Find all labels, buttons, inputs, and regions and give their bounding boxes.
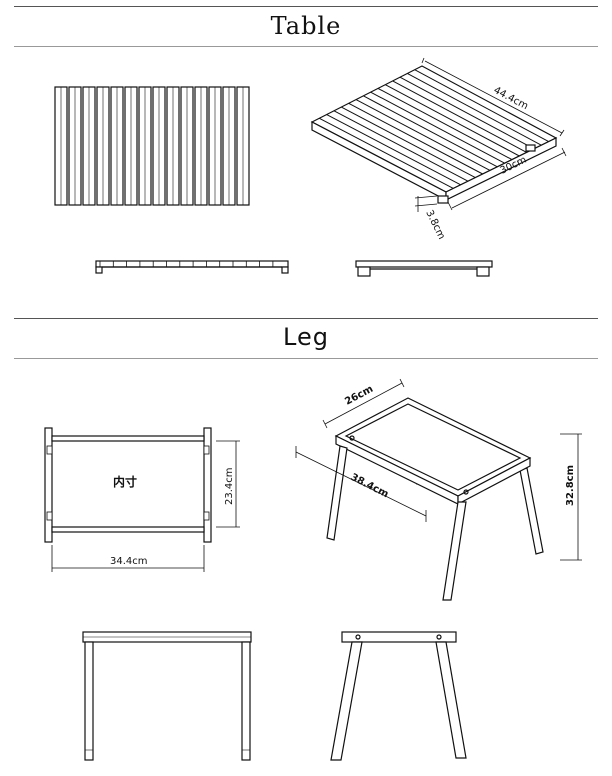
inner-dimension-label: 内寸 bbox=[113, 474, 137, 489]
table-height-dimension: 3.8cm bbox=[423, 208, 447, 241]
table-side-view bbox=[355, 260, 493, 277]
iso-slat-line bbox=[399, 76, 535, 150]
table-front-view bbox=[95, 260, 289, 274]
table-section-header: Table bbox=[0, 0, 612, 52]
leg-section-title: Leg bbox=[283, 323, 329, 351]
iso-slat-line bbox=[370, 91, 505, 164]
leg-height-dimension: 32.8cm bbox=[565, 465, 576, 506]
iso-slat-line bbox=[407, 73, 542, 146]
leg-length-dimension: 38.4cm bbox=[349, 472, 391, 500]
leg-side-view bbox=[330, 631, 467, 761]
leg-top-view bbox=[44, 427, 240, 572]
iso-slat-line bbox=[326, 114, 461, 186]
iso-slat-line bbox=[414, 69, 549, 143]
iso-slat-line bbox=[377, 87, 513, 161]
header-rule-top bbox=[14, 318, 598, 319]
iso-slat-line bbox=[348, 102, 483, 175]
iso-slat-line bbox=[355, 99, 491, 171]
leg-width-dimension: 26cm bbox=[343, 384, 375, 408]
iso-slat-line bbox=[319, 117, 454, 189]
iso-slat-line bbox=[363, 95, 498, 168]
leg-isometric-view bbox=[295, 378, 582, 601]
leg-front-view bbox=[82, 631, 252, 761]
leg-section-header: Leg bbox=[0, 312, 612, 364]
inner-height-dimension: 23.4cm bbox=[224, 467, 235, 505]
table-section-title: Table bbox=[270, 12, 342, 40]
inner-width-dimension: 34.4cm bbox=[110, 556, 148, 567]
header-rule-bottom bbox=[14, 46, 598, 47]
header-rule-bottom bbox=[14, 358, 598, 359]
table-isometric-view bbox=[310, 57, 567, 212]
iso-slat-line bbox=[392, 80, 527, 153]
iso-slat-line bbox=[341, 106, 476, 179]
header-rule-top bbox=[14, 6, 598, 7]
iso-slat-line bbox=[333, 110, 469, 182]
iso-slat-line bbox=[385, 84, 520, 157]
table-top-view bbox=[54, 86, 250, 206]
